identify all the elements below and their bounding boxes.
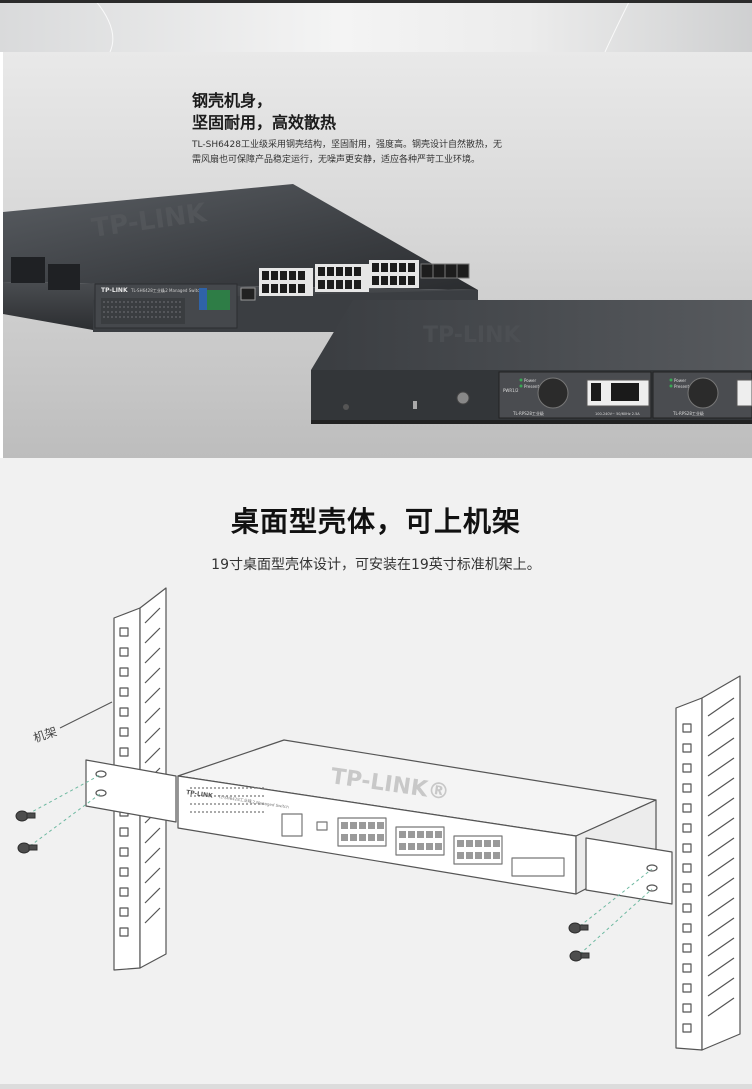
terminal-block — [206, 290, 230, 310]
lock-icon — [413, 401, 417, 409]
front-switch-subtitle: L2 Managed Switch — [163, 288, 202, 293]
power-supply-module-1: PWR1/2 Power Present TL-RPS28工业级 100-240… — [498, 371, 652, 419]
psu-label-right: TL-RPS28工业级 — [672, 410, 704, 416]
rack-switch-subtitle: L2 Managed Switch — [250, 799, 290, 809]
left-vent-grille — [11, 257, 80, 290]
screw-icon — [17, 842, 38, 854]
rack-switch — [177, 739, 657, 895]
top-strip-decoration — [94, 0, 631, 52]
power-led — [519, 378, 523, 382]
screw-icon — [568, 922, 589, 934]
rack-mount-illustration: TP-LINK® TP-LINK TL-SH6428工业级 L2 Managed… — [15, 587, 741, 1051]
pwr-label: PWR1/2 — [503, 388, 519, 393]
hero-section: TP-LINK TP-LINK TL-SH6428工业级 L2 Managed … — [3, 52, 752, 458]
terminal-connector — [199, 288, 207, 310]
screw-icon — [569, 950, 590, 962]
bracket-hole — [646, 864, 658, 872]
present-led — [519, 384, 523, 388]
rack-label-leader-line — [59, 701, 113, 729]
hero-product-illustration: TP-LINK TP-LINK TL-SH6428工业级 L2 Managed … — [3, 184, 752, 424]
bottom-divider — [0, 1084, 752, 1089]
bracket-hole — [646, 884, 658, 892]
power-led-label-2: Power — [674, 378, 686, 383]
present-led — [669, 384, 673, 388]
rj45-port-block-3 — [369, 260, 419, 288]
top-banner-strip — [0, 0, 752, 52]
bracket-hole — [95, 789, 107, 797]
right-rack-rail — [675, 675, 741, 1051]
power-supply-module-2: Power Present TL-RPS28工业级 — [652, 371, 752, 419]
screw-icon-group — [15, 810, 590, 962]
psu-label-left: TL-RPS28工业级 — [512, 410, 544, 416]
hero-heading-line2: 坚固耐用，高效散热 — [192, 113, 337, 132]
rack-section-subtitle: 19寸桌面型壳体设计，可安装在19英寸标准机架上。 — [211, 557, 541, 573]
back-switch: TP-LINK PWR1/2 Power Present TL-RPS28工业级… — [311, 300, 752, 424]
back-switch-top-logo: TP-LINK — [423, 323, 521, 348]
screw-guide-lines — [27, 774, 653, 955]
hero-heading-line1: 钢壳机身， — [192, 91, 273, 110]
hero-description-line2: 需风扇也可保障产品稳定运行，无噪声更安静，适应各种严苛工业环境。 — [192, 155, 481, 165]
left-mounting-bracket — [85, 759, 177, 823]
front-switch-model: TL-SH6428工业级 — [130, 287, 165, 293]
rj45-port-block-2 — [315, 264, 369, 292]
rack-section-title: 桌面型壳体，可上机架 — [230, 505, 521, 538]
front-switch-brand: TP-LINK — [101, 287, 128, 294]
console-port — [240, 287, 256, 301]
sfp-port-block — [420, 263, 470, 279]
hero-description-line1: TL-SH6428工业级采用钢壳结构，坚固耐用，强度高。钢壳设计自然散热，无 — [192, 140, 502, 150]
psu-spec-label: 100-240V~ 50/60Hz 2.5A — [595, 412, 640, 416]
ac-inlet — [611, 383, 639, 401]
power-switch — [591, 383, 601, 401]
back-screw-hole — [343, 404, 349, 410]
present-led-label: Present — [524, 384, 539, 389]
rack-switch-model: TL-SH6428工业级 — [217, 793, 252, 804]
ac-inlet-panel — [736, 379, 752, 407]
top-dark-band — [0, 0, 752, 3]
rj45-port-block-1 — [259, 268, 313, 296]
right-mounting-bracket — [585, 837, 673, 905]
fan-grille — [537, 377, 569, 409]
fan-grille — [687, 377, 719, 409]
rack-switch-brand: TP-LINK — [186, 789, 214, 800]
hero-description: TL-SH6428工业级采用钢壳结构，坚固耐用，强度高。钢壳设计自然散热，无 需… — [192, 138, 522, 168]
power-led — [669, 378, 673, 382]
ground-icon — [456, 391, 470, 405]
power-led-label: Power — [524, 378, 536, 383]
screw-icon — [15, 810, 36, 822]
present-led-label-2: Present — [674, 384, 689, 389]
rack-mount-section: 桌面型壳体，可上机架 19寸桌面型壳体设计，可安装在19英寸标准机架上。 — [0, 458, 752, 1084]
hero-heading: 钢壳机身， 坚固耐用，高效散热 — [192, 90, 492, 134]
status-led-array — [101, 298, 185, 324]
bracket-hole — [95, 770, 107, 778]
